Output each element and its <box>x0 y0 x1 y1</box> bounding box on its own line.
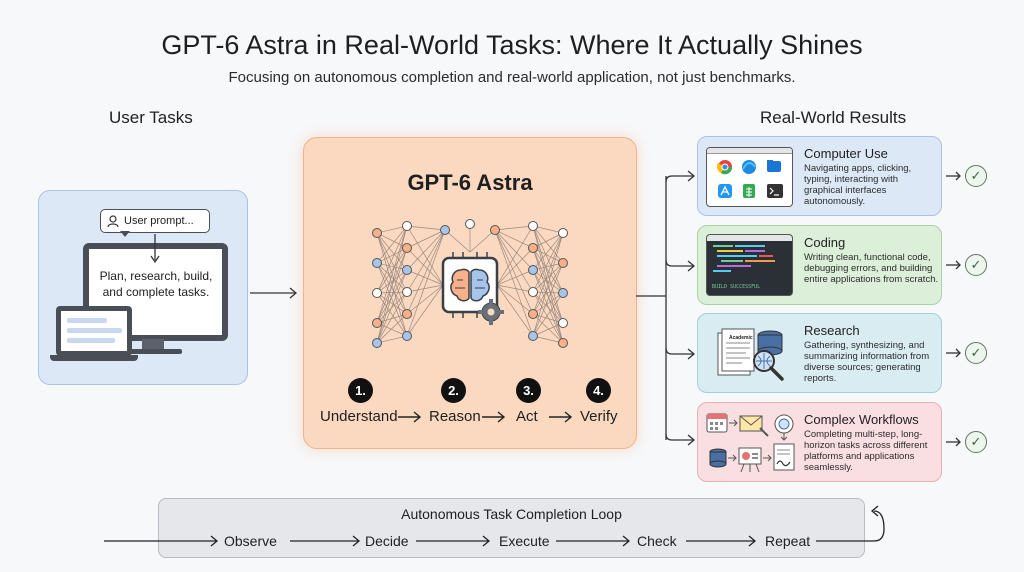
loop-step-execute: Execute <box>499 533 550 549</box>
step-2-number: 2. <box>441 378 466 403</box>
neural-network-icon <box>372 219 568 348</box>
network-node <box>558 318 568 328</box>
monitor-text: Plan, research, build, and complete task… <box>99 269 213 299</box>
step-4-number: 4. <box>586 378 611 403</box>
prompt-bubble-text: User prompt... <box>124 215 194 227</box>
network-node <box>528 309 538 319</box>
page-title: GPT-6 Astra in Real-World Tasks: Where I… <box>161 30 863 60</box>
branch-arrows <box>636 170 696 446</box>
network-node <box>372 258 382 268</box>
code-build-status: BUILD SUCCESSFUL <box>712 284 761 290</box>
network-node <box>402 287 412 297</box>
workflows-title: Complex Workflows <box>804 412 919 427</box>
doc-label: Academic <box>729 335 753 341</box>
step-arrow-icon <box>482 411 506 423</box>
check-icon: ✓ <box>965 342 987 364</box>
network-node <box>528 331 538 341</box>
step-3-number: 3. <box>516 378 541 403</box>
step-reason: Reason <box>429 408 481 425</box>
prompt-bubble-tail <box>120 231 130 237</box>
monitor-base <box>126 349 182 354</box>
network-node <box>558 338 568 348</box>
workflow-icon <box>704 410 798 476</box>
network-node <box>490 225 500 235</box>
step-arrow-icon <box>549 411 573 423</box>
step-understand: Understand <box>320 408 398 425</box>
network-node <box>372 288 382 298</box>
network-node <box>558 258 568 268</box>
gear-icon <box>478 299 504 325</box>
network-node <box>402 331 412 341</box>
code-editor-icon: BUILD SUCCESSFUL <box>706 234 793 296</box>
astra-title: GPT-6 Astra <box>407 170 533 195</box>
network-node <box>440 225 450 235</box>
prompt-arrow <box>150 234 160 264</box>
network-node <box>372 318 382 328</box>
network-node <box>372 338 382 348</box>
network-node <box>402 221 412 231</box>
coding-desc: Writing clean, functional code, debuggin… <box>804 252 939 285</box>
documents-magnifier-icon: Academic <box>712 323 794 385</box>
check-icon: ✓ <box>965 165 987 187</box>
result-card-complex-workflows <box>697 402 942 482</box>
network-node <box>528 221 538 231</box>
network-node <box>465 219 475 229</box>
loop-title: Autonomous Task Completion Loop <box>401 506 622 522</box>
user-icon <box>107 214 119 227</box>
loop-step-observe: Observe <box>224 533 277 549</box>
step-1-number: 1. <box>348 378 373 403</box>
loop-step-decide: Decide <box>365 533 409 549</box>
result-card-research <box>697 313 942 393</box>
check-icon: ✓ <box>965 431 987 453</box>
step-verify: Verify <box>580 408 618 425</box>
laptop-icon <box>56 306 132 356</box>
coding-title: Coding <box>804 235 846 250</box>
step-arrow-icon <box>398 411 422 423</box>
network-node <box>402 265 412 275</box>
computer-use-title: Computer Use <box>804 146 888 161</box>
step-act: Act <box>516 408 538 425</box>
network-node <box>528 265 538 275</box>
network-node <box>558 228 568 238</box>
network-node <box>528 287 538 297</box>
computer-use-desc: Navigating apps, clicking, typing, inter… <box>804 163 912 207</box>
network-node <box>372 228 382 238</box>
check-arrows <box>946 171 961 447</box>
research-title: Research <box>804 323 860 338</box>
network-node <box>402 243 412 253</box>
network-node <box>528 243 538 253</box>
loop-arrows <box>104 505 885 547</box>
results-heading: Real-World Results <box>760 108 907 127</box>
network-node <box>402 309 412 319</box>
loop-box <box>158 498 865 558</box>
loop-step-check: Check <box>637 533 677 549</box>
monitor-stand <box>142 339 164 351</box>
prompt-bubble: User prompt... <box>100 209 210 233</box>
research-desc: Gathering, synthesizing, and summarizing… <box>804 340 930 384</box>
loop-step-repeat: Repeat <box>765 533 811 549</box>
user-tasks-heading: User Tasks <box>109 108 193 127</box>
brain-icon <box>450 268 490 302</box>
laptop-base <box>50 355 138 361</box>
page-subtitle: Focusing on autonomous completion and re… <box>228 69 796 86</box>
network-node <box>558 288 568 298</box>
tasks-to-astra-arrow <box>250 287 298 299</box>
check-icon: ✓ <box>965 254 987 276</box>
app-grid-icon <box>706 147 793 207</box>
workflows-desc: Completing multi-step, long-horizon task… <box>804 429 928 473</box>
